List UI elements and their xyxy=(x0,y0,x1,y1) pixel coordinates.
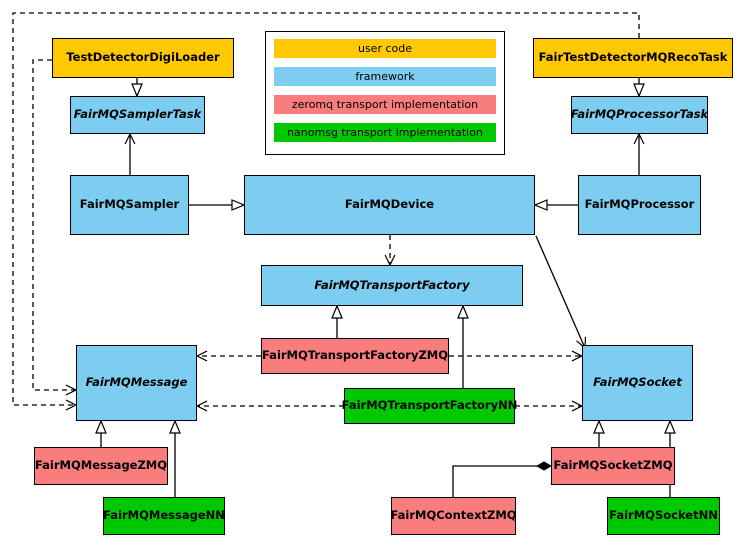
edge-device-socket xyxy=(535,235,585,348)
class-node-label: FairMQMessageNN xyxy=(103,508,225,523)
legend-panel: user code framework zeromq transport imp… xyxy=(265,31,505,155)
class-node-label: FairMQSampler xyxy=(79,197,180,212)
edge-socketzmq-contextzmq xyxy=(452,461,553,497)
class-node-FairMQSocket[interactable]: FairMQSocket xyxy=(582,345,693,421)
class-node-label: FairMQDevice xyxy=(344,197,435,212)
legend-item-framework: framework xyxy=(274,67,496,86)
class-node-label: FairMQContextZMQ xyxy=(390,508,517,523)
class-node-FairMQTransportFactory[interactable]: FairMQTransportFactory xyxy=(261,265,523,306)
class-node-label: FairMQSamplerTask xyxy=(73,107,202,122)
class-node-label: FairMQTransportFactoryZMQ xyxy=(262,348,449,363)
class-node-FairMQDevice[interactable]: FairMQDevice xyxy=(244,175,535,235)
class-node-FairMQSampler[interactable]: FairMQSampler xyxy=(70,175,189,235)
class-node-FairMQMessage[interactable]: FairMQMessage xyxy=(76,345,197,421)
class-node-TestDetectorDigiLoader[interactable]: TestDetectorDigiLoader xyxy=(52,38,234,78)
class-node-label: FairMQTransportFactory xyxy=(314,277,470,292)
legend-label-user-code: user code xyxy=(357,42,413,55)
class-node-FairMQSocketZMQ[interactable]: FairMQSocketZMQ xyxy=(551,447,675,485)
class-node-label: FairMQProcessor xyxy=(584,197,695,212)
class-node-FairMQSocketNN[interactable]: FairMQSocketNN xyxy=(607,497,720,535)
class-node-FairMQMessageZMQ[interactable]: FairMQMessageZMQ xyxy=(34,447,168,485)
legend-label-framework: framework xyxy=(355,70,415,83)
class-node-label: TestDetectorDigiLoader xyxy=(66,50,220,65)
legend-label-nanomsg: nanomsg transport implementation xyxy=(287,126,483,139)
class-node-FairMQMessageNN[interactable]: FairMQMessageNN xyxy=(103,497,225,535)
class-node-FairMQTransportFactoryZMQ[interactable]: FairMQTransportFactoryZMQ xyxy=(261,338,449,374)
class-node-label: FairMQSocketZMQ xyxy=(553,458,673,473)
class-node-FairMQSamplerTask[interactable]: FairMQSamplerTask xyxy=(70,96,205,134)
legend-item-user-code: user code xyxy=(274,39,496,58)
class-node-label: FairMQSocket xyxy=(593,375,682,390)
class-node-label: FairMQSocketNN xyxy=(609,508,718,523)
legend-item-nanomsg: nanomsg transport implementation xyxy=(274,123,496,142)
class-node-label: FairMQMessageZMQ xyxy=(34,458,168,473)
class-node-FairMQProcessor[interactable]: FairMQProcessor xyxy=(578,175,701,235)
class-node-FairTestDetectorMQRecoTask[interactable]: FairTestDetectorMQRecoTask xyxy=(533,38,733,78)
class-node-label: FairMQProcessorTask xyxy=(570,107,709,122)
class-node-label: FairTestDetectorMQRecoTask xyxy=(538,50,728,65)
legend-item-zeromq: zeromq transport implementation xyxy=(274,95,496,114)
class-node-label: FairMQTransportFactoryNN xyxy=(341,398,518,413)
class-node-FairMQContextZMQ[interactable]: FairMQContextZMQ xyxy=(390,497,517,535)
legend-label-zeromq: zeromq transport implementation xyxy=(291,98,479,111)
class-node-FairMQProcessorTask[interactable]: FairMQProcessorTask xyxy=(571,96,708,134)
class-node-label: FairMQMessage xyxy=(85,375,188,390)
class-node-FairMQTransportFactoryNN[interactable]: FairMQTransportFactoryNN xyxy=(341,388,518,424)
